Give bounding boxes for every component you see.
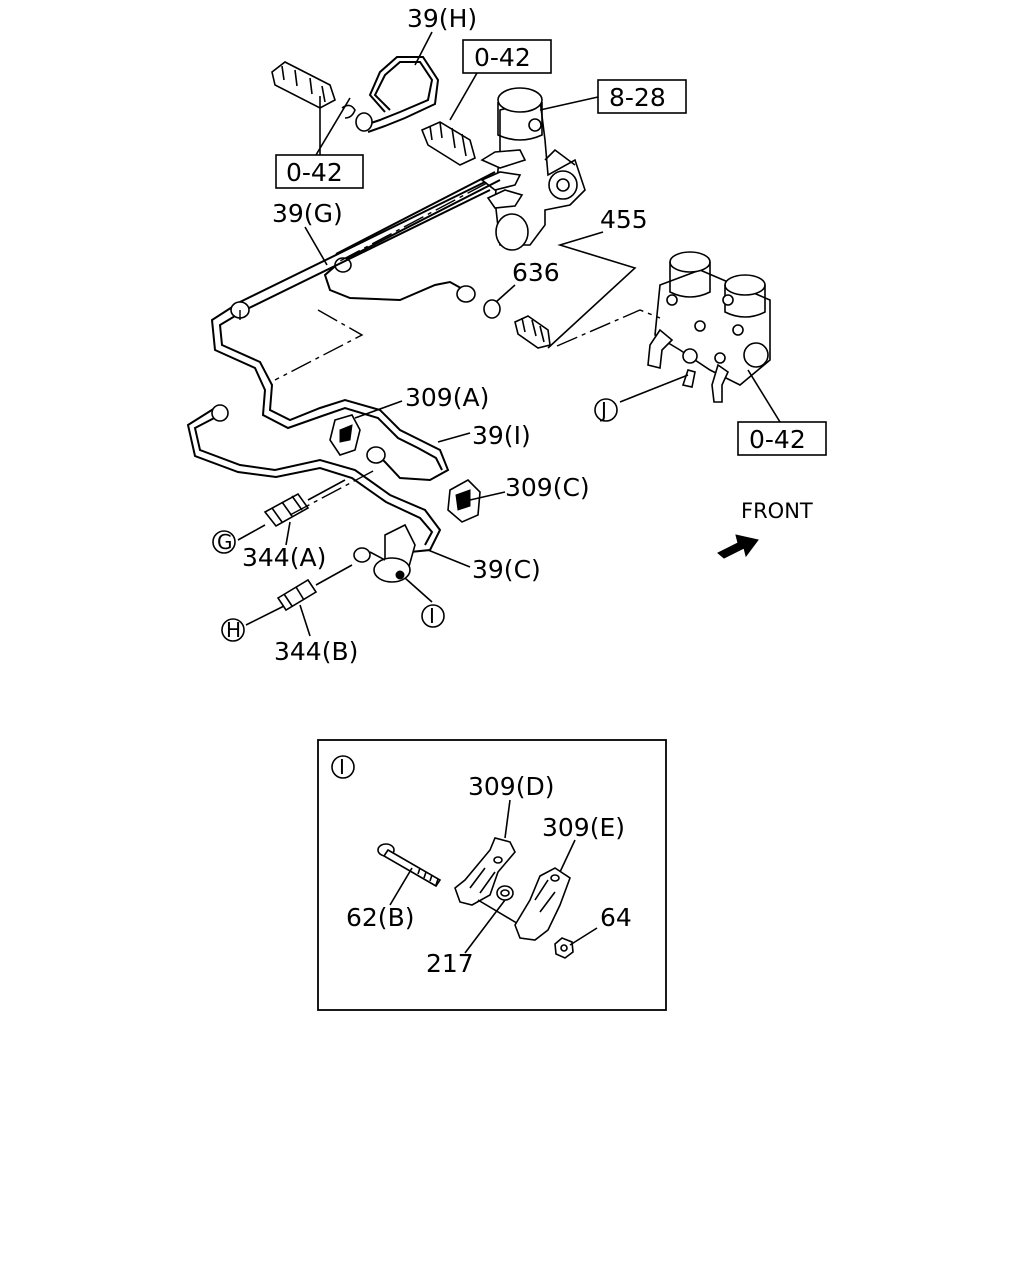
label-39i: 39(I) bbox=[472, 421, 531, 450]
detail-inset-i: I bbox=[317, 739, 667, 1011]
ref-042-top: 0-42 bbox=[474, 43, 531, 72]
ref-box-042-left bbox=[275, 154, 364, 189]
pipe-main-run bbox=[218, 189, 491, 482]
marker-h-circle bbox=[221, 618, 245, 642]
fitting-455 bbox=[514, 315, 551, 349]
marker-j: J bbox=[599, 398, 607, 422]
detail-marker: I bbox=[339, 755, 345, 779]
marker-g-circle bbox=[212, 530, 236, 554]
ref-042-left: 0-42 bbox=[286, 158, 343, 187]
bracket-39c bbox=[353, 523, 416, 583]
marker-j-circle bbox=[594, 398, 618, 422]
marker-i-circle bbox=[421, 604, 445, 628]
label-62b: 62(B) bbox=[346, 903, 414, 932]
label-636: 636 bbox=[512, 258, 560, 287]
bracket-309d bbox=[454, 837, 516, 906]
o-ring-636 bbox=[483, 299, 501, 319]
label-309d: 309(D) bbox=[468, 772, 554, 801]
fitting-344a bbox=[263, 479, 346, 528]
collar-217 bbox=[477, 885, 521, 926]
bracket-309e bbox=[514, 867, 571, 941]
clip-309a bbox=[329, 414, 361, 456]
right-valve-assembly bbox=[647, 251, 771, 403]
label-309c: 309(C) bbox=[505, 473, 590, 502]
upper-connector-fitting bbox=[420, 121, 476, 166]
marker-h: H bbox=[226, 618, 241, 642]
label-39h: 39(H) bbox=[407, 4, 477, 33]
front-arrow-icon bbox=[717, 534, 759, 559]
valve-port-fittings bbox=[480, 149, 527, 209]
marker-g: G bbox=[217, 530, 233, 554]
label-39c: 39(C) bbox=[472, 555, 541, 584]
ref-828: 8-28 bbox=[609, 83, 666, 112]
front-label: FRONT bbox=[741, 499, 813, 523]
label-344b: 344(B) bbox=[274, 637, 358, 666]
label-309e: 309(E) bbox=[542, 813, 625, 842]
marker-i: I bbox=[429, 604, 435, 628]
pipe-39h bbox=[364, 61, 434, 126]
ref-box-828 bbox=[597, 79, 687, 114]
ref-box-042-top bbox=[462, 39, 552, 74]
label-309a: 309(A) bbox=[405, 383, 489, 412]
detail-marker-circle bbox=[331, 755, 355, 779]
clip-309c bbox=[447, 479, 481, 523]
label-344a: 344(A) bbox=[242, 543, 326, 572]
ref-box-042-right bbox=[737, 421, 827, 456]
nut-64 bbox=[554, 937, 574, 959]
ref-042-right: 0-42 bbox=[749, 425, 806, 454]
label-217: 217 bbox=[426, 949, 474, 978]
pipe-39c bbox=[193, 414, 442, 553]
bolt-62b bbox=[377, 843, 442, 888]
upper-valve-assembly bbox=[480, 87, 586, 251]
leader-lines bbox=[237, 31, 781, 637]
label-455: 455 bbox=[600, 205, 648, 234]
label-64: 64 bbox=[600, 903, 632, 932]
label-39g: 39(G) bbox=[272, 199, 343, 228]
